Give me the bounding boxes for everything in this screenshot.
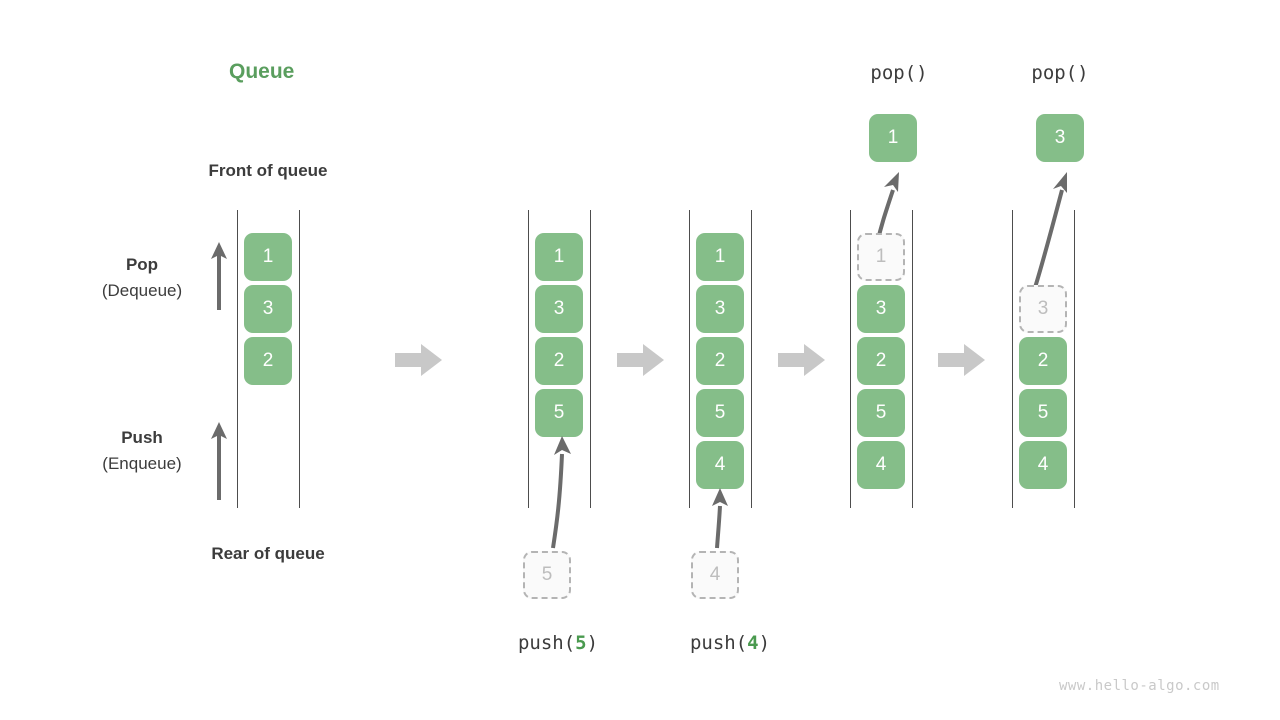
step-arrow bbox=[617, 344, 664, 376]
push-5-prefix: push( bbox=[517, 632, 576, 654]
push-4-prefix: push( bbox=[689, 632, 748, 654]
push-label-line1: Push bbox=[121, 428, 163, 447]
queue-cell: 4 bbox=[1019, 441, 1067, 489]
queue-cell: 3 bbox=[857, 285, 905, 333]
queue-cell: 1 bbox=[535, 233, 583, 281]
queue-rail-left bbox=[237, 210, 238, 508]
queue-cell: 3 bbox=[535, 285, 583, 333]
incoming-element-ghost: 4 bbox=[691, 551, 739, 599]
step-arrow bbox=[938, 344, 985, 376]
queue-rail-right bbox=[912, 210, 913, 508]
queue-rail-right bbox=[1074, 210, 1075, 508]
pop-label: Pop (Dequeue) bbox=[62, 252, 222, 304]
queue-rail-left bbox=[689, 210, 690, 508]
queue-cell: 2 bbox=[244, 337, 292, 385]
push-label-line2: (Enqueue) bbox=[102, 454, 182, 473]
incoming-element-ghost: 5 bbox=[523, 551, 571, 599]
step-arrow bbox=[395, 344, 442, 376]
queue-rail-left bbox=[1012, 210, 1013, 508]
push-4-suffix: ) bbox=[758, 632, 771, 654]
pop-2-operation-label: pop() bbox=[1031, 62, 1089, 84]
pop-direction-arrow bbox=[211, 242, 227, 310]
queue-rail-left bbox=[850, 210, 851, 508]
queue-cell: 3 bbox=[244, 285, 292, 333]
enqueue-arrow bbox=[712, 488, 728, 549]
queue-rail-right bbox=[751, 210, 752, 508]
push-4-value: 4 bbox=[747, 632, 759, 654]
queue-cell: 1 bbox=[244, 233, 292, 281]
push-5-value: 5 bbox=[575, 632, 587, 654]
queue-cell: 2 bbox=[857, 337, 905, 385]
queue-cell: 1 bbox=[696, 233, 744, 281]
queue-cell: 2 bbox=[696, 337, 744, 385]
watermark: www.hello-algo.com bbox=[1059, 678, 1220, 694]
queue-rail-right bbox=[299, 210, 300, 508]
popped-element: 3 bbox=[1036, 114, 1084, 162]
queue-cell: 5 bbox=[857, 389, 905, 437]
queue-cell: 5 bbox=[696, 389, 744, 437]
pop-label-line2: (Dequeue) bbox=[101, 281, 183, 300]
queue-rail-left bbox=[528, 210, 529, 508]
removed-element-ghost: 3 bbox=[1019, 285, 1067, 333]
rear-of-queue-label: Rear of queue bbox=[211, 544, 325, 563]
pop-1-operation-label: pop() bbox=[870, 62, 928, 84]
enqueue-arrow bbox=[551, 436, 571, 549]
queue-cell: 3 bbox=[696, 285, 744, 333]
step-arrow bbox=[778, 344, 825, 376]
queue-rail-right bbox=[590, 210, 591, 508]
dequeue-arrow bbox=[1031, 172, 1067, 295]
push-5-operation-label: push(5) bbox=[483, 632, 633, 654]
queue-cell: 2 bbox=[1019, 337, 1067, 385]
queue-cell: 4 bbox=[696, 441, 744, 489]
push-direction-arrow bbox=[211, 422, 227, 500]
queue-cell: 5 bbox=[535, 389, 583, 437]
queue-cell: 5 bbox=[1019, 389, 1067, 437]
push-label: Push (Enqueue) bbox=[62, 425, 222, 477]
page-title: Queue bbox=[229, 60, 295, 83]
push-5-suffix: ) bbox=[586, 632, 599, 654]
removed-element-ghost: 1 bbox=[857, 233, 905, 281]
front-of-queue-label: Front of queue bbox=[208, 161, 328, 180]
queue-cell: 4 bbox=[857, 441, 905, 489]
push-4-operation-label: push(4) bbox=[655, 632, 805, 654]
pop-label-line1: Pop bbox=[125, 255, 159, 274]
queue-cell: 2 bbox=[535, 337, 583, 385]
popped-element: 1 bbox=[869, 114, 917, 162]
